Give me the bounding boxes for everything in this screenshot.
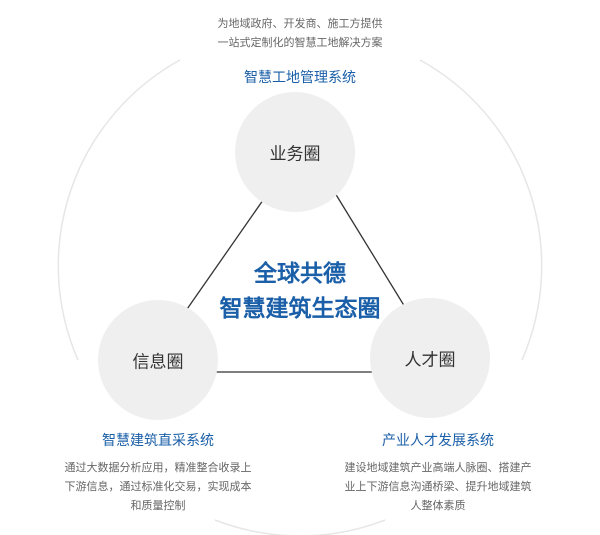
outer-ring-arc-bottom [214, 519, 386, 535]
info-system-title: 智慧建筑直采系统 [102, 433, 214, 449]
talent-description-line-3: 人整体素质 [410, 499, 466, 512]
center-title-line-2: 智慧建筑生态圈 [219, 296, 381, 322]
talent-description: 建设地域建筑产业高端人脉圈、搭建产 业上下游信息沟通桥梁、提升地域建筑 人整体素… [345, 458, 532, 515]
talent-description-line-1: 建设地域建筑产业高端人脉圈、搭建产 [344, 461, 532, 474]
node-talent-circle [370, 298, 490, 418]
node-talent-label: 人才圈 [404, 350, 456, 371]
triangle [184, 192, 409, 373]
info-description: 通过大数据分析应用，精准整合收录上 下游信息，通过标准化交易，实现成本 和质量控… [65, 458, 252, 515]
edge-business-info [184, 192, 269, 313]
business-description-line-2: 一站式定制化的智慧工地解决方案 [217, 36, 383, 49]
node-info-circle [98, 300, 218, 420]
node-info-label: 信息圈 [132, 352, 184, 373]
talent-system-title: 产业人才发展系统 [382, 433, 494, 449]
center-title-line-1: 全球共德 [254, 261, 346, 287]
outer-ring-arc-right [419, 59, 543, 361]
info-description-line-1: 通过大数据分析应用，精准整合收录上 [64, 461, 252, 474]
business-system-title: 智慧工地管理系统 [244, 70, 356, 86]
info-description-line-2: 下游信息，通过标准化交易，实现成本 [64, 480, 252, 493]
nodes [98, 92, 490, 420]
node-business-circle [235, 92, 355, 212]
edge-business-talent [334, 192, 409, 313]
outer-ring-arc-left [57, 59, 181, 361]
talent-description-line-2: 业上下游信息沟通桥梁、提升地域建筑 [344, 480, 532, 493]
info-description-line-3: 和质量控制 [130, 499, 186, 512]
outer-ring [57, 59, 543, 535]
node-business-label: 业务圈 [269, 144, 321, 165]
business-description: 为地域政府、开发商、施工方提供 一站式定制化的智慧工地解决方案 [218, 14, 383, 52]
business-description-line-1: 为地域政府、开发商、施工方提供 [217, 17, 383, 30]
